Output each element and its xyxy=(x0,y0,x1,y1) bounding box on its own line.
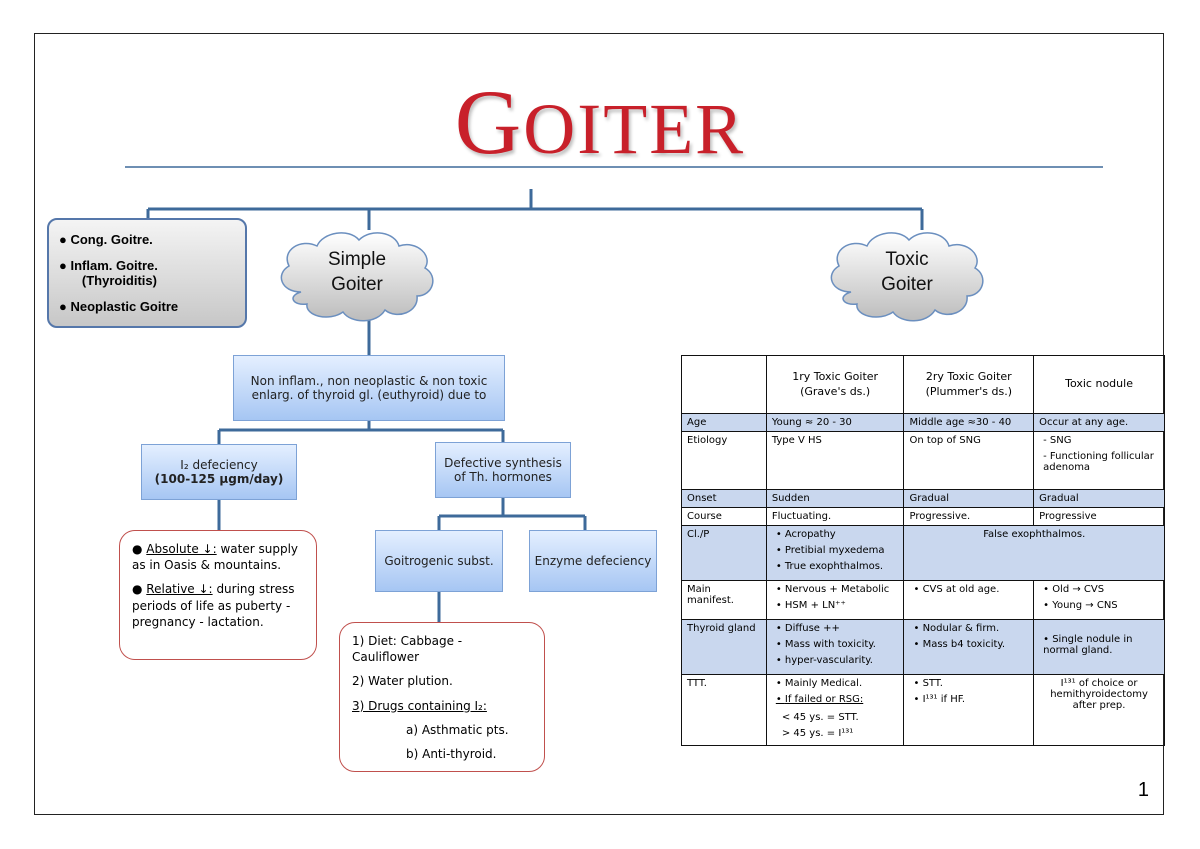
relative-item: ● Relative ↓: during stress periods of l… xyxy=(132,582,295,629)
absolute-item: ● Absolute ↓: water supply as in Oasis &… xyxy=(132,542,299,573)
goitrogens-list-box: 1) Diet: Cabbage - Cauliflower 2) Water … xyxy=(339,622,545,772)
list-item: b) Anti-thyroid. xyxy=(406,746,497,761)
table-row: Onset Sudden Gradual Gradual xyxy=(681,489,1165,508)
table-row: Thyroid gland Diffuse ++Mass with toxici… xyxy=(681,619,1165,675)
table-row: Age Young ≈ 20 - 30 Middle age ≈30 - 40 … xyxy=(681,413,1165,432)
title-initial: G xyxy=(454,71,524,173)
table-header: Toxic nodule xyxy=(1033,355,1165,414)
table-row: Cl./P AcropathyPretibial myxedemaTrue ex… xyxy=(681,525,1165,581)
page-number: 1 xyxy=(1137,779,1149,801)
title-rest: OITER xyxy=(523,89,746,169)
defective-synthesis-box: Defective synthesis of Th. hormones xyxy=(435,442,571,498)
toxic-goiter-table: 1ry Toxic Goiter (Grave's ds.) 2ry Toxic… xyxy=(681,355,1165,746)
iodine-deficiency-box: I₂ defeciency (100-125 μgm/day) xyxy=(141,444,297,500)
list-item: 1) Diet: Cabbage - Cauliflower xyxy=(352,634,463,665)
goitrogenic-box: Goitrogenic subst. xyxy=(375,530,503,592)
page-title: GOITER xyxy=(35,76,1165,168)
table-header: 2ry Toxic Goiter (Plummer's ds.) xyxy=(903,355,1035,414)
connector-lines xyxy=(125,166,1103,622)
deficiency-causes-box: ● Absolute ↓: water supply as in Oasis &… xyxy=(119,530,317,660)
table-row: Course Fluctuating. Progressive. Progres… xyxy=(681,507,1165,526)
simple-cloud-shape xyxy=(280,232,434,322)
definition-box: Non inflam., non neoplastic & non toxic … xyxy=(233,355,505,421)
table-row: TTT. Mainly Medical.If failed or RSG:< 4… xyxy=(681,674,1165,746)
list-item: ● Cong. Goitre. xyxy=(59,231,153,247)
list-item: a) Asthmatic pts. xyxy=(406,722,509,737)
list-item: ● Neoplastic Goitre xyxy=(59,299,179,315)
other-goitres-box: ● Cong. Goitre. ● Inflam. Goitre.(Thyroi… xyxy=(47,218,247,328)
table-header-empty xyxy=(681,355,767,414)
table-header: 1ry Toxic Goiter (Grave's ds.) xyxy=(765,355,905,414)
list-item: 2) Water plution. xyxy=(352,674,453,689)
table-row: Etiology Type V HS On top of SNG SNGFunc… xyxy=(681,431,1165,490)
list-item: ● Inflam. Goitre.(Thyroiditis) xyxy=(59,257,158,288)
slide: GOITER xyxy=(34,33,1165,815)
toxic-cloud-shape xyxy=(830,232,984,322)
table-row: Main manifest. Nervous + MetabolicHSM + … xyxy=(681,580,1165,620)
list-item: 3) Drugs containing I₂: xyxy=(352,698,487,713)
table-header-row: 1ry Toxic Goiter (Grave's ds.) 2ry Toxic… xyxy=(681,355,1165,414)
enzyme-deficiency-box: Enzyme defeciency xyxy=(529,530,657,592)
